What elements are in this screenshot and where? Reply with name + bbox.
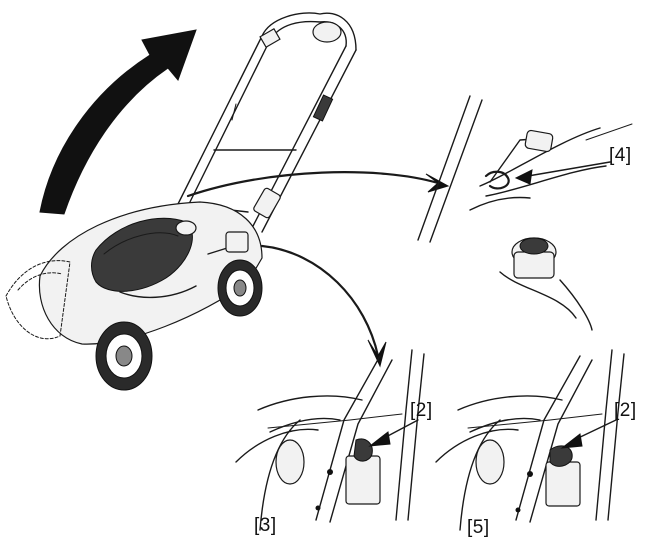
leader-curves [186,171,450,368]
detail-lever-view-3 [235,349,425,531]
front-wheel [95,321,153,391]
detail-lever-view-5 [435,349,625,531]
rear-wheel [217,259,263,317]
callout-2-right: [2] [614,400,637,421]
lawn-mower [5,12,357,391]
rotation-arrow [39,29,197,215]
callout-5: [5] [467,517,490,538]
callout-4: [4] [609,145,632,166]
callout-3: [3] [254,515,277,536]
callout-2-left: [2] [410,400,433,421]
detail-cable-view [417,95,633,331]
